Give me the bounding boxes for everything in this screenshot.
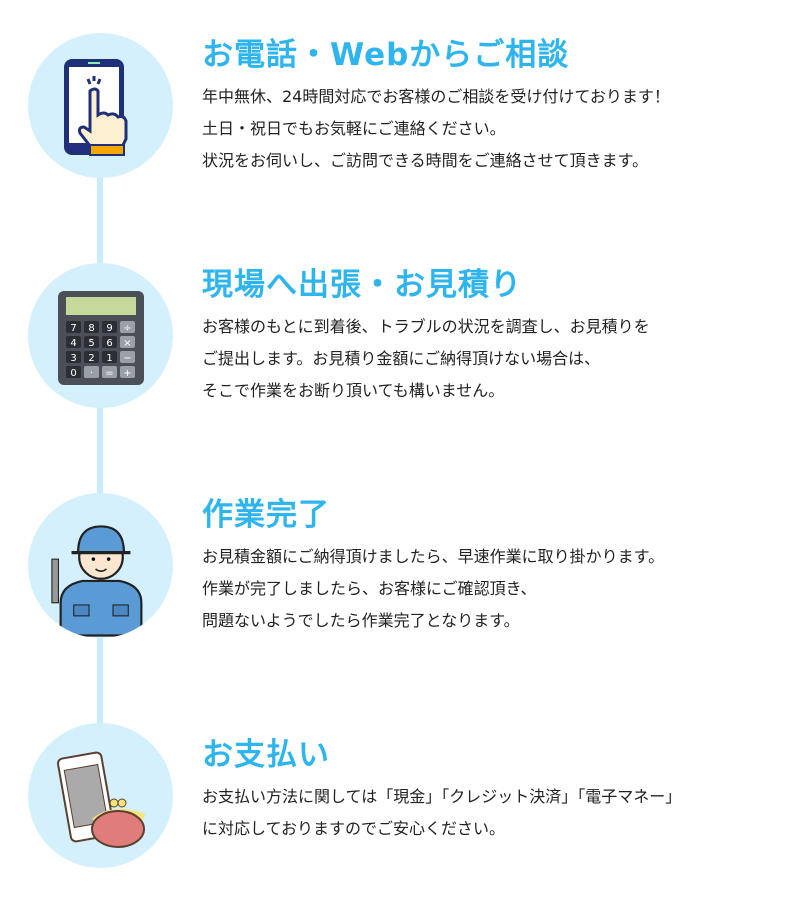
step-estimate: 現場へ出張・お見積り お客様のもとに到着後、トラブルの状況を調査し、お見積りを …: [202, 265, 650, 407]
calculator-key: 2: [83, 350, 99, 364]
calculator-key: 3: [65, 350, 81, 364]
phone-tap-icon: [28, 33, 173, 178]
svg-text:9: 9: [106, 323, 112, 334]
step-title: 現場へ出張・お見積り: [202, 267, 522, 303]
calculator-key: 8: [83, 320, 99, 334]
svg-text:·: ·: [89, 368, 92, 379]
description-line: 土日・祝日でもお気軽にご連絡ください。: [202, 119, 506, 138]
calculator-key: 0: [65, 365, 81, 379]
payment-icon: [28, 723, 173, 868]
svg-text:5: 5: [88, 338, 94, 349]
svg-text:1: 1: [106, 353, 112, 364]
calculator-icon: 7 8 9 ÷ 4 5 6 × 3 2 1− 0 · = +: [28, 263, 173, 408]
calculator-key: +: [119, 365, 135, 379]
calculator-key: 1: [101, 350, 117, 364]
description-line: 状況をお伺いし、ご訪問できる時間をご連絡させて頂きます。: [202, 151, 649, 170]
svg-text:0: 0: [70, 368, 76, 379]
worker-icon: [28, 493, 173, 638]
step-title: お電話・Webからご相談: [202, 37, 570, 73]
step-description: お客様のもとに到着後、トラブルの状況を調査し、お見積りを ご提出します。お見積り…: [202, 311, 650, 407]
timeline-connector: [97, 170, 103, 740]
svg-text:−: −: [123, 353, 131, 364]
step-title: 作業完了: [202, 497, 330, 533]
description-line: そこで作業をお断り頂いても構いません。: [202, 381, 505, 400]
description-line: に対応しておりますのでご安心ください。: [202, 819, 506, 838]
calculator-key: −: [119, 350, 135, 364]
step-title: お支払い: [202, 737, 330, 773]
step-consultation: お電話・Webからご相談 年中無休、24時間対応でお客様のご相談を受け付けており…: [202, 35, 670, 177]
description-line: 年中無休、24時間対応でお客様のご相談を受け付けております！: [202, 87, 670, 106]
svg-text:7: 7: [70, 323, 76, 334]
step-description: お見積金額にご納得頂けましたら、早速作業に取り掛かります。 作業が完了しましたら…: [202, 541, 664, 637]
svg-text:8: 8: [88, 323, 94, 334]
svg-text:÷: ÷: [123, 323, 131, 334]
calculator-key: ×: [119, 335, 135, 349]
svg-text:3: 3: [70, 353, 76, 364]
svg-text:2: 2: [88, 353, 94, 364]
step-payment: お支払い お支払い方法に関しては「現金」「クレジット決済」「電子マネー」 に対応…: [202, 735, 681, 845]
step-description: お支払い方法に関しては「現金」「クレジット決済」「電子マネー」 に対応しておりま…: [202, 781, 681, 845]
description-line: 作業が完了しましたら、お客様にご確認頂き、: [202, 579, 537, 598]
calculator-key: =: [101, 365, 117, 379]
calculator-key: 7: [65, 320, 81, 334]
calculator-key: 5: [83, 335, 99, 349]
step-description: 年中無休、24時間対応でお客様のご相談を受け付けております！ 土日・祝日でもお気…: [202, 81, 670, 177]
svg-text:6: 6: [106, 338, 112, 349]
description-line: お支払い方法に関しては「現金」「クレジット決済」「電子マネー」: [202, 787, 682, 806]
description-line: ご提出します。お見積り金額にご納得頂けない場合は、: [202, 349, 601, 368]
description-line: お見積金額にご納得頂けましたら、早速作業に取り掛かります。: [202, 547, 665, 566]
description-line: 問題ないようでしたら作業完了となります。: [202, 611, 520, 630]
svg-text:=: =: [105, 368, 113, 379]
calculator-key: 6: [101, 335, 117, 349]
svg-text:4: 4: [70, 338, 76, 349]
step-completion: 作業完了 お見積金額にご納得頂けましたら、早速作業に取り掛かります。 作業が完了…: [202, 495, 664, 637]
svg-text:+: +: [123, 368, 131, 379]
calculator-key: 4: [65, 335, 81, 349]
calculator-key: 9: [101, 320, 117, 334]
svg-text:×: ×: [123, 338, 131, 349]
calculator-key: ·: [83, 365, 99, 379]
calculator-key: ÷: [119, 320, 135, 334]
description-line: お客様のもとに到着後、トラブルの状況を調査し、お見積りを: [202, 317, 650, 336]
